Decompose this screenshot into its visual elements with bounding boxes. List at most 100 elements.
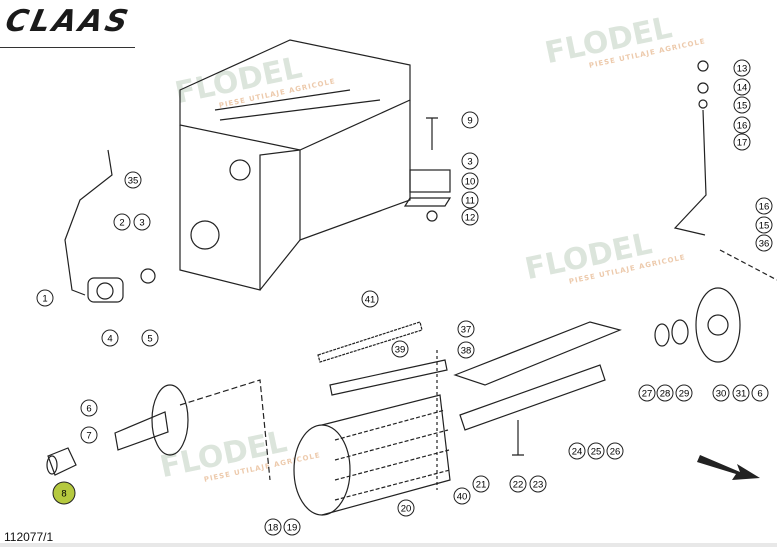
callout-circle [568,442,586,460]
callout-2[interactable]: 2 [113,213,131,231]
bushing [47,447,77,476]
callout-circle [453,487,471,505]
callout-label: 29 [679,389,690,400]
callout-circle [141,329,159,347]
callout-41[interactable]: 41 [361,290,379,308]
callout-18[interactable]: 18 [264,518,282,536]
callout-circle [529,475,547,493]
callout-label: 14 [737,83,748,94]
callout-6[interactable]: 6 [80,399,98,417]
callout-label: 40 [457,492,468,503]
callout-circle [755,197,773,215]
callout-16[interactable]: 16 [733,116,751,134]
callout-label: 9 [467,116,472,127]
callout-6[interactable]: 6 [751,384,769,402]
callout-label: 41 [365,295,376,306]
callout-label: 4 [107,334,112,345]
callout-label: 1 [42,294,47,305]
callout-11[interactable]: 11 [461,191,479,209]
callout-7[interactable]: 7 [80,426,98,444]
callout-label: 18 [268,523,279,534]
callout-label: 27 [642,389,653,400]
callout-label: 5 [147,334,152,345]
callout-15[interactable]: 15 [755,216,773,234]
callout-15[interactable]: 15 [733,96,751,114]
callout-20[interactable]: 20 [397,499,415,517]
callout-label: 35 [128,176,139,187]
callout-3[interactable]: 3 [133,213,151,231]
callout-39[interactable]: 39 [391,340,409,358]
callout-label: 3 [139,218,144,229]
callout-4[interactable]: 4 [101,329,119,347]
callout-37[interactable]: 37 [457,320,475,338]
callout-circle [457,320,475,338]
callout-circle [638,384,656,402]
callout-40[interactable]: 40 [453,487,471,505]
callout-circle [101,329,119,347]
callout-38[interactable]: 38 [457,341,475,359]
callout-23[interactable]: 23 [529,475,547,493]
callout-circle [461,111,479,129]
callout-circle [264,518,282,536]
callout-28[interactable]: 28 [656,384,674,402]
callout-label: 19 [287,523,298,534]
callout-circle [733,96,751,114]
callout-30[interactable]: 30 [712,384,730,402]
callout-circle [675,384,693,402]
callout-14[interactable]: 14 [733,78,751,96]
callout-circle [52,481,76,505]
callout-5[interactable]: 5 [141,329,159,347]
callout-label: 6 [757,389,762,400]
callout-31[interactable]: 31 [732,384,750,402]
callout-24[interactable]: 24 [568,442,586,460]
callout-17[interactable]: 17 [733,133,751,151]
callout-circle [755,216,773,234]
callout-label: 38 [461,346,472,357]
callout-10[interactable]: 10 [461,172,479,190]
callout-circle [461,152,479,170]
callout-22[interactable]: 22 [509,475,527,493]
callout-1[interactable]: 1 [36,289,54,307]
hub [695,287,741,363]
callout-label: 22 [513,480,524,491]
callout-circle [461,172,479,190]
callout-circle [133,213,151,231]
callout-label: 26 [610,447,621,458]
callout-21[interactable]: 21 [472,475,490,493]
callout-36[interactable]: 36 [755,234,773,252]
callout-26[interactable]: 26 [606,442,624,460]
callout-25[interactable]: 25 [587,442,605,460]
callout-label: 16 [737,121,748,132]
callout-circle [733,59,751,77]
callout-circle [755,234,773,252]
callout-12[interactable]: 12 [461,208,479,226]
callout-label: 21 [476,480,487,491]
callout-16[interactable]: 16 [755,197,773,215]
callout-13[interactable]: 13 [733,59,751,77]
callout-label: 15 [737,101,748,112]
callout-circle [361,290,379,308]
rasp-bar [317,321,423,363]
callout-circle [606,442,624,460]
callout-9[interactable]: 9 [461,111,479,129]
callout-label: 15 [759,221,770,232]
callout-27[interactable]: 27 [638,384,656,402]
callout-label: 28 [660,389,671,400]
callout-label: 24 [572,447,583,458]
callout-circle [509,475,527,493]
bearing-bracket [87,277,124,303]
callout-35[interactable]: 35 [124,171,142,189]
callout-label: 36 [759,239,770,250]
callout-label: 2 [119,218,124,229]
callout-label: 6 [86,404,91,415]
callout-circle [36,289,54,307]
callout-circle [732,384,750,402]
callout-label: 11 [465,196,475,207]
callout-label: 12 [465,213,476,224]
callout-8[interactable]: 8 [52,481,76,505]
callout-3[interactable]: 3 [461,152,479,170]
callout-19[interactable]: 19 [283,518,301,536]
callout-circle [461,208,479,226]
callout-29[interactable]: 29 [675,384,693,402]
gearbox-frame [179,39,411,291]
